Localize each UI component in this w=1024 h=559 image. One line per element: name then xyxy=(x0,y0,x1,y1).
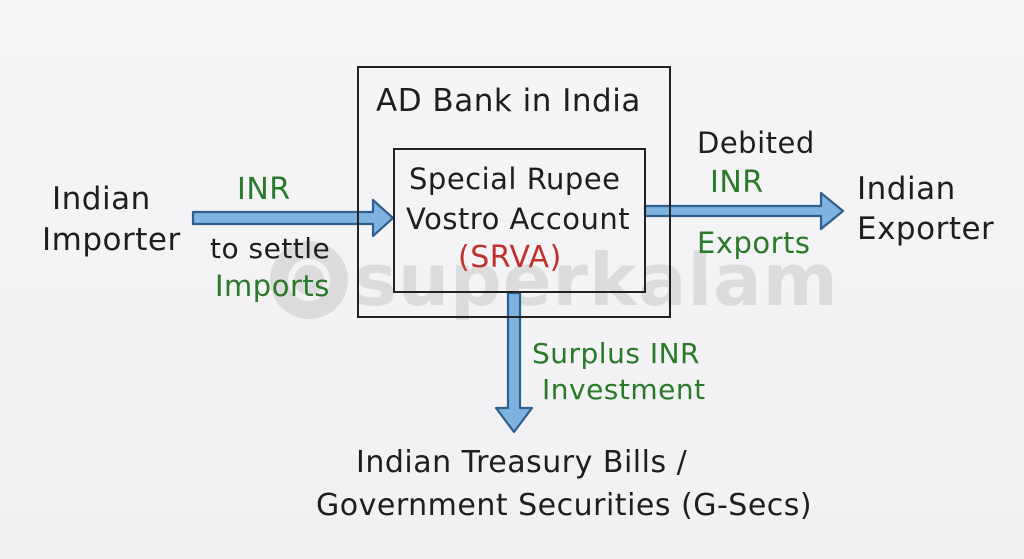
importer-label-line1: Indian xyxy=(52,181,151,217)
importer-label-line2: Importer xyxy=(42,222,181,258)
ad-bank-box xyxy=(357,66,671,318)
arrow-srva-to-treasury xyxy=(494,291,534,434)
export-flow-purpose: Exports xyxy=(697,226,811,260)
treasury-label-line1: Indian Treasury Bills / xyxy=(356,445,688,480)
investment-flow-label-line1: Surplus INR xyxy=(532,337,700,370)
import-flow-purpose-line1: to settle xyxy=(210,232,331,265)
import-flow-purpose-line2: Imports xyxy=(215,269,330,303)
watermark-text: superkalam xyxy=(354,238,839,322)
arrow-importer-to-srva xyxy=(191,198,395,238)
srva-label-line1: Special Rupee xyxy=(409,162,621,196)
srva-label-line2: Vostro Account xyxy=(406,202,631,236)
exporter-label-line1: Indian xyxy=(857,171,956,207)
exporter-label-line2: Exporter xyxy=(857,211,995,247)
export-flow-label-line1: Debited xyxy=(697,126,815,160)
treasury-label-line2: Government Securities (G-Secs) xyxy=(316,488,813,523)
srva-box xyxy=(393,148,646,293)
srva-abbreviation: (SRVA) xyxy=(458,240,562,275)
import-flow-currency: INR xyxy=(237,172,291,207)
arrow-srva-to-exporter xyxy=(643,191,845,231)
investment-flow-label-line2: Investment xyxy=(542,373,706,406)
watermark-logo-icon xyxy=(270,241,348,319)
watermark: superkalam xyxy=(270,238,839,322)
ad-bank-label: AD Bank in India xyxy=(376,83,641,119)
export-flow-currency: INR xyxy=(710,165,764,200)
